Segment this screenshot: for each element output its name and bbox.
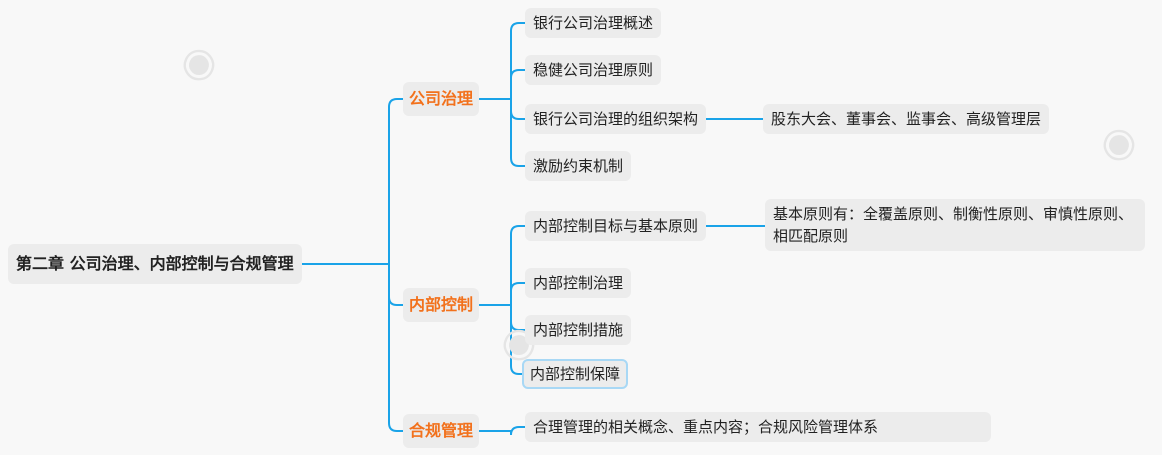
topic-node-label: 内部控制措施: [533, 321, 624, 339]
compliance-connector-link: [510, 426, 526, 436]
branch-node-internal-control[interactable]: 内部控制: [403, 288, 480, 322]
topic-node[interactable]: 银行公司治理概述: [525, 8, 662, 38]
control-connector-link: [510, 282, 526, 306]
detail-node[interactable]: 基本原则有：全覆盖原则、制衡性原则、审慎性原则、相匹配原则: [765, 199, 1145, 251]
detail-node-label: 股东大会、董事会、监事会、高级管理层: [771, 110, 1042, 128]
topic-node-selected[interactable]: 内部控制保障: [522, 359, 629, 389]
topic-node[interactable]: 内部控制目标与基本原则: [525, 211, 707, 241]
topic-node-label: 合理管理的相关概念、重点内容；合规风险管理体系: [533, 418, 879, 436]
detail-node-label: 基本原则有：全覆盖原则、制衡性原则、审慎性原则、相匹配原则: [773, 205, 1134, 245]
topic-node-label: 内部控制目标与基本原则: [533, 217, 699, 235]
detail-node[interactable]: 股东大会、董事会、监事会、高级管理层: [763, 104, 1050, 134]
governance-connector-link: [510, 69, 526, 100]
topic-node-label: 银行公司治理概述: [533, 14, 654, 32]
topic-node[interactable]: 银行公司治理的组织架构: [525, 104, 707, 134]
branch-node-label: 公司治理: [409, 89, 474, 108]
topic-node-label: 银行公司治理的组织架构: [533, 110, 699, 128]
topic-node[interactable]: 稳健公司治理原则: [525, 55, 662, 85]
topic-node-label: 激励约束机制: [533, 157, 624, 175]
control-connector-link: [510, 225, 526, 306]
branch-node-corporate-governance[interactable]: 公司治理: [403, 82, 480, 116]
topic-node[interactable]: 合理管理的相关概念、重点内容；合规风险管理体系: [525, 412, 991, 442]
topic-node[interactable]: 激励约束机制: [525, 151, 632, 181]
topic-node-label: 内部控制保障: [530, 365, 621, 383]
governance-connector-link: [510, 98, 526, 120]
topic-node[interactable]: 内部控制治理: [525, 268, 632, 298]
branch-node-label: 内部控制: [409, 295, 474, 314]
governance-connector-link: [510, 98, 526, 167]
control-connector-link: [510, 304, 523, 375]
branch-node-compliance-management[interactable]: 合规管理: [403, 414, 480, 448]
topic-node-label: 内部控制治理: [533, 274, 624, 292]
governance-connector-link: [510, 22, 526, 100]
topic-node[interactable]: 内部控制措施: [525, 315, 632, 345]
root-connector-link: [388, 263, 404, 306]
topic-node-label: 稳健公司治理原则: [533, 61, 654, 79]
control-connector-link: [510, 304, 526, 331]
root-node[interactable]: 第二章 公司治理、内部控制与合规管理: [8, 244, 302, 284]
branch-node-label: 合规管理: [409, 421, 474, 440]
root-node-label: 第二章 公司治理、内部控制与合规管理: [16, 254, 294, 273]
root-connector-link: [388, 263, 404, 432]
root-connector-link: [388, 98, 404, 265]
